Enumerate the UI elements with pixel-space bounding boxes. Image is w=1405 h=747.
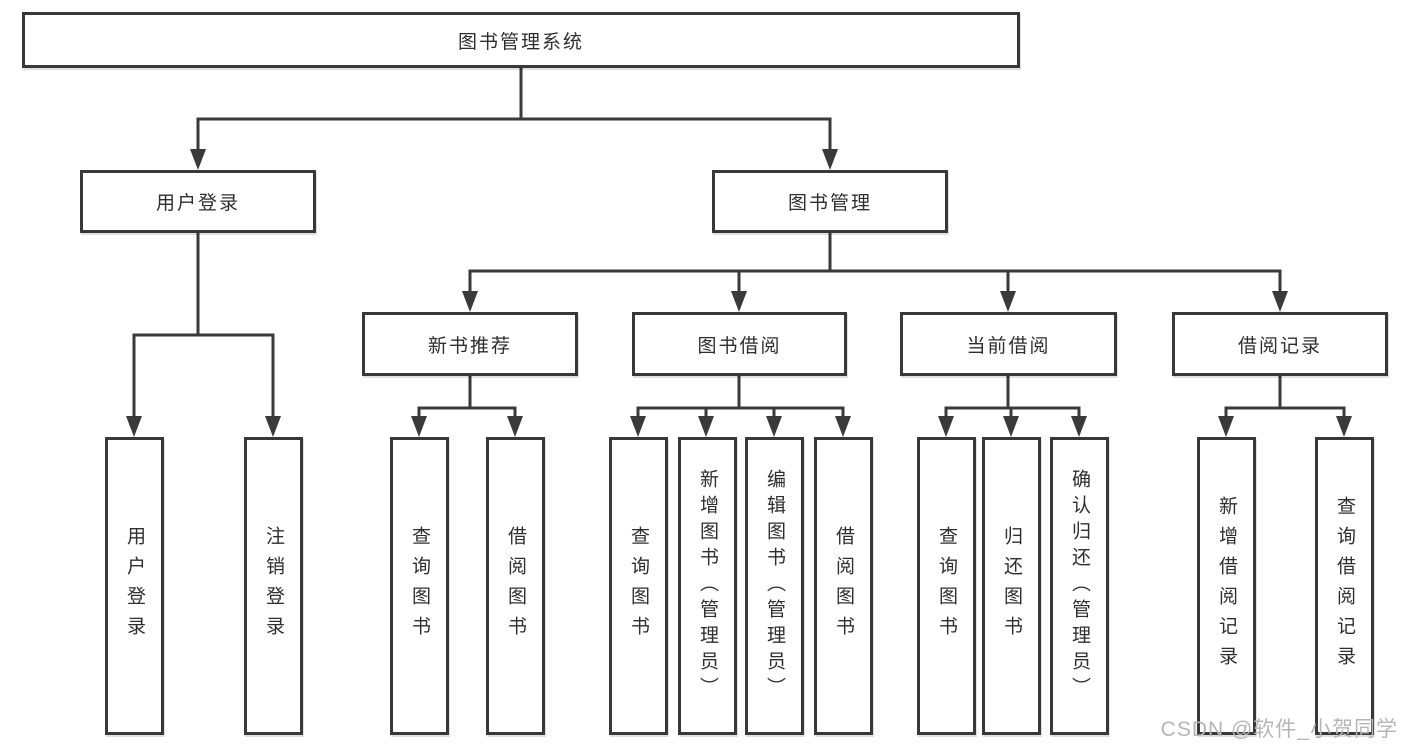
leaf-bb-add-books-admin: 新增图书（管理员） [678, 437, 737, 735]
leaf-nbr-query-books: 查询图书 [390, 437, 449, 735]
connector-book-management [462, 231, 1288, 312]
leaf-br-query-record-label: 查询借阅记录 [1334, 496, 1355, 676]
leaf-cb-return-books-label: 归还图书 [1001, 526, 1022, 646]
leaf-bb-borrow-books: 借阅图书 [814, 437, 873, 735]
leaf-logout-label: 注销登录 [263, 526, 284, 646]
connector-user-login [126, 231, 281, 437]
leaf-user-login-label: 用户登录 [124, 526, 145, 646]
leaf-cb-query-books: 查询图书 [917, 437, 976, 735]
node-book-borrowing: 图书借阅 [632, 312, 847, 376]
connector-new-book [411, 374, 523, 437]
node-book-management: 图书管理 [712, 170, 948, 233]
leaf-bb-query-books-label: 查询图书 [628, 526, 649, 646]
leaf-bb-query-books: 查询图书 [609, 437, 668, 735]
node-library-system: 图书管理系统 [22, 12, 1020, 68]
leaf-bb-borrow-books-label: 借阅图书 [833, 526, 854, 646]
leaf-cb-return-books: 归还图书 [982, 437, 1041, 735]
node-user-login-group-label: 用户登录 [155, 193, 240, 214]
leaf-nbr-query-books-label: 查询图书 [409, 526, 430, 646]
leaf-bb-edit-books-admin: 编辑图书（管理员） [745, 437, 804, 735]
connector-book-borrowing [630, 374, 851, 437]
node-borrow-records: 借阅记录 [1172, 312, 1388, 376]
leaf-br-add-record: 新增借阅记录 [1197, 437, 1256, 735]
csdn-watermark: CSDN @软件_小贺同学 [1160, 718, 1398, 741]
node-current-borrowing: 当前借阅 [900, 312, 1117, 376]
leaf-nbr-borrow-books: 借阅图书 [486, 437, 545, 735]
leaf-cb-confirm-return-admin: 确认归还（管理员） [1050, 437, 1109, 735]
node-current-borrowing-label: 当前借阅 [966, 335, 1051, 357]
node-book-management-label: 图书管理 [787, 193, 872, 214]
leaf-cb-confirm-return-admin-label: 确认归还（管理员） [1069, 469, 1090, 703]
leaf-logout: 注销登录 [244, 437, 303, 735]
leaf-bb-edit-books-admin-label: 编辑图书（管理员） [764, 469, 785, 703]
connector-current-borrowing [938, 374, 1087, 437]
connector-root [190, 66, 838, 170]
node-new-book-recommend: 新书推荐 [362, 312, 578, 376]
node-user-login-group: 用户登录 [80, 170, 316, 233]
connector-borrow-records [1218, 374, 1352, 437]
leaf-br-query-record: 查询借阅记录 [1315, 437, 1374, 735]
leaf-user-login: 用户登录 [105, 437, 164, 735]
node-book-borrowing-label: 图书借阅 [697, 335, 782, 357]
leaf-br-add-record-label: 新增借阅记录 [1216, 496, 1237, 676]
node-library-system-label: 图书管理系统 [457, 31, 584, 53]
leaf-bb-add-books-admin-label: 新增图书（管理员） [697, 469, 718, 703]
node-new-book-recommend-label: 新书推荐 [427, 335, 512, 357]
leaf-cb-query-books-label: 查询图书 [936, 526, 957, 646]
leaf-nbr-borrow-books-label: 借阅图书 [505, 526, 526, 646]
node-borrow-records-label: 借阅记录 [1237, 335, 1322, 357]
